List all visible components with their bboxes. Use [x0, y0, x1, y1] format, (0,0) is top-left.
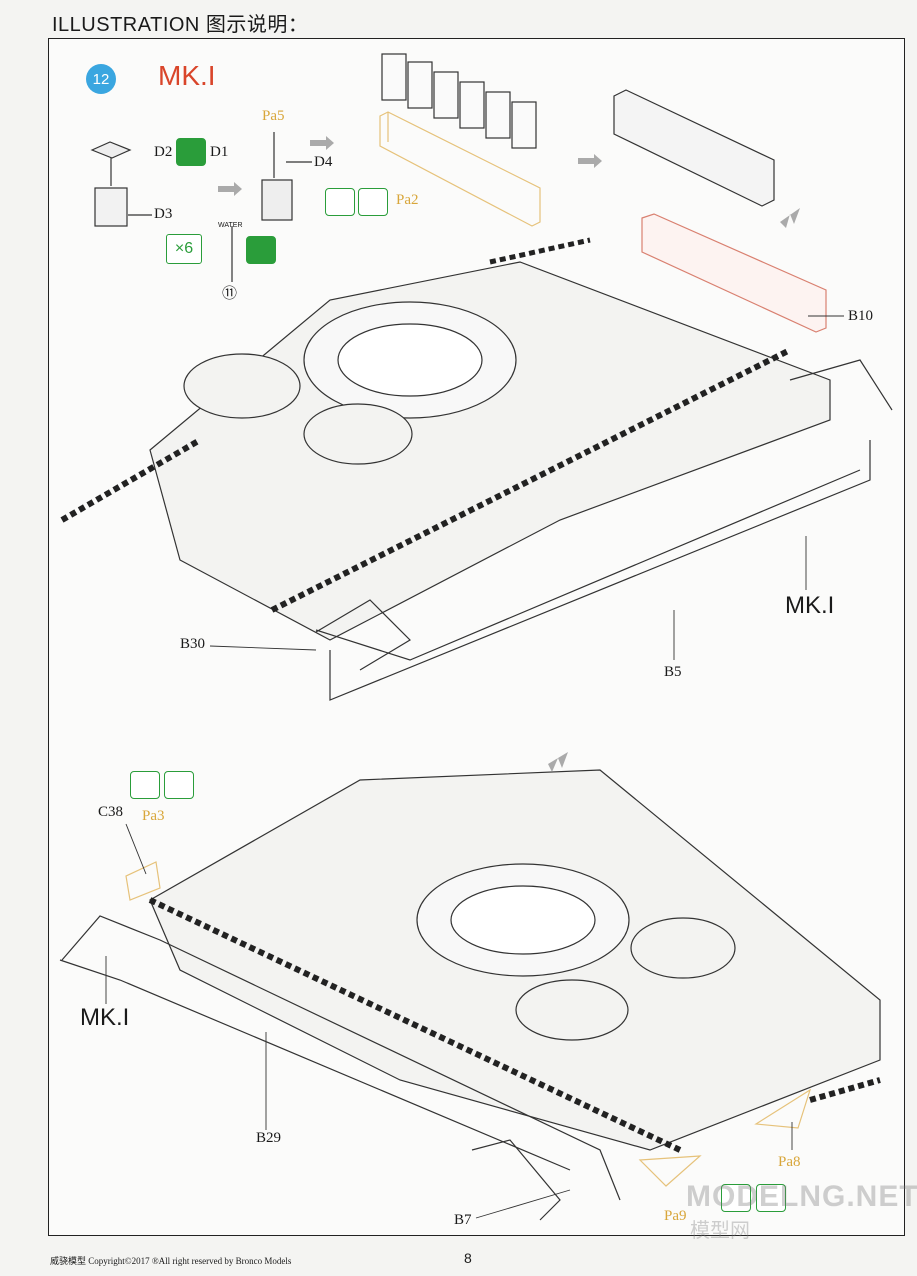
label-b7: B7 [454, 1212, 472, 1228]
down-arrow-icon [130, 771, 160, 799]
part-d4-assembly [231, 132, 312, 282]
mudguard-upper-rear [789, 359, 893, 411]
track-upper-rear [489, 237, 591, 265]
label-pa8: Pa8 [778, 1154, 801, 1170]
watermark-text: MODELNG.NET [686, 1180, 917, 1213]
label-d2: D2 [154, 144, 173, 160]
leader-lines [105, 315, 844, 1219]
mudguard-b5 [315, 440, 871, 701]
rack-pa2 [379, 111, 541, 227]
label-circled-11: ⑪ [222, 286, 238, 302]
label-d4: D4 [314, 154, 333, 170]
label-pa3: Pa3 [142, 808, 165, 824]
water-label: WATER [218, 222, 243, 229]
label-mk-left: MK.I [80, 1004, 130, 1031]
glue-icon [164, 771, 194, 799]
down-arrow-icon [721, 1184, 751, 1212]
cement-icon [176, 138, 206, 166]
down-arrow-icon [325, 188, 355, 216]
track-upper-front [60, 347, 792, 613]
step-number-badge: 12 [86, 64, 116, 94]
mudguard-b30-front [315, 599, 411, 671]
label-b10: B10 [848, 308, 874, 324]
mudguard-b7 [471, 1139, 561, 1221]
rack-assembled [613, 89, 775, 207]
paint-icon [246, 236, 276, 264]
track-lower [148, 897, 881, 1153]
rack-b10 [641, 213, 827, 333]
label-mk-right: MK.I [785, 592, 835, 619]
page-number: 8 [464, 1250, 472, 1266]
label-c38: C38 [98, 804, 124, 820]
glue-icon [358, 188, 388, 216]
mudguard-b29 [59, 915, 621, 1201]
jerry-cans-row [381, 53, 537, 149]
copyright-footer: 威骁模型 Copyright©2017 ®All right reserved … [50, 1256, 292, 1266]
plate-pa9 [638, 1155, 702, 1187]
hull-upper [149, 261, 831, 641]
plate-pa3 [125, 861, 161, 901]
label-b29: B29 [256, 1130, 282, 1146]
label-pa2: Pa2 [396, 192, 419, 208]
watermark-subtext: 模型网 [690, 1220, 750, 1242]
part-d2-lid [90, 141, 132, 159]
hull-lower [149, 769, 881, 1151]
label-pa5: Pa5 [262, 108, 285, 124]
glue-icon [756, 1184, 786, 1212]
part-d3-can [94, 158, 152, 227]
label-b30: B30 [180, 636, 206, 652]
flow-arrows [218, 136, 800, 772]
label-b5: B5 [664, 664, 682, 680]
page-header: ILLUSTRATION 图示说明： [52, 14, 309, 36]
variant-title: MK.I [158, 60, 216, 91]
quantity-badge: ×6 [166, 234, 202, 264]
plate-pa8 [754, 1088, 812, 1129]
label-d1: D1 [210, 144, 229, 160]
label-d3: D3 [154, 206, 173, 222]
label-pa9: Pa9 [664, 1208, 687, 1224]
